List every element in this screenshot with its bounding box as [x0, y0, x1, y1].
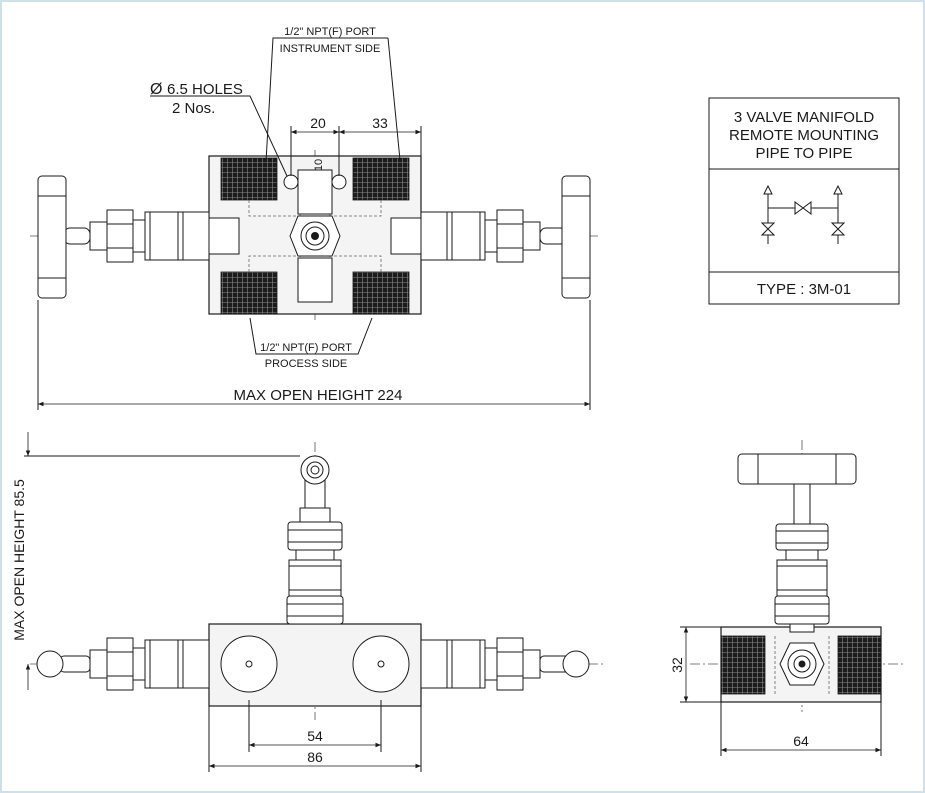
- dim-hole-spacing: 20: [310, 115, 326, 131]
- right-valve-assembly: [390, 175, 591, 299]
- front-view: MAX OPEN HEIGHT 85.5 54 86: [11, 432, 605, 772]
- top-view: 1/2" NPT(F) PORT INSTRUMENT SIDE Ø 6.5 H…: [30, 26, 600, 410]
- thread-port-bottom-right: [352, 271, 410, 315]
- title-line-1: 3 VALVE MANIFOLD: [734, 109, 874, 126]
- equalizer-valve-lower: [297, 257, 333, 303]
- title-block: 3 VALVE MANIFOLD REMOTE MOUNTING PIPE TO…: [708, 97, 900, 305]
- valve-schematic-symbol: [760, 184, 846, 244]
- title-line-2: REMOTE MOUNTING: [729, 127, 879, 144]
- max-open-width-label: MAX OPEN HEIGHT 224: [234, 387, 403, 404]
- equalizer-valve-upper: [297, 169, 333, 215]
- holes-label: 6.5 HOLES: [167, 81, 243, 98]
- process-port-label-2: PROCESS SIDE: [265, 358, 348, 370]
- right-handle: [561, 175, 591, 299]
- thread-port-top-left: [220, 157, 278, 201]
- dim-body-width: 86: [307, 749, 323, 765]
- instrument-port-label-1: 1/2" NPT(F) PORT: [284, 26, 376, 38]
- type-label: TYPE : 3M-01: [757, 281, 851, 298]
- holes-count-label: 2 Nos.: [172, 100, 215, 117]
- process-port-label-1: 1/2" NPT(F) PORT: [260, 342, 352, 354]
- thread-port-top-right: [352, 157, 410, 201]
- front-equalizer-stack: [286, 455, 344, 625]
- instrument-port-label-2: INSTRUMENT SIDE: [280, 43, 381, 55]
- dim-side-height: 32: [669, 657, 685, 673]
- thread-port-bottom-left: [220, 271, 278, 315]
- title-line-3: PIPE TO PIPE: [756, 145, 853, 162]
- front-right-valve: [420, 637, 590, 691]
- side-thread-right: [837, 635, 882, 695]
- side-thread-left: [720, 635, 766, 695]
- mounting-hole-left: [283, 174, 299, 190]
- mounting-hole-right: [331, 174, 347, 190]
- max-open-height-label: MAX OPEN HEIGHT 85.5: [11, 479, 27, 641]
- dim-port-spacing: 54: [307, 728, 323, 744]
- dim-small-10: 10: [313, 159, 325, 171]
- left-valve-assembly: [37, 175, 240, 299]
- side-view: 32 64: [669, 440, 905, 756]
- side-tee-handle: [737, 453, 857, 485]
- dim-side-width: 64: [793, 733, 809, 749]
- side-valve-stack: [737, 453, 857, 633]
- left-handle: [37, 175, 67, 299]
- dim-port-offset: 33: [372, 115, 388, 131]
- diameter-symbol: Ø: [150, 81, 162, 98]
- front-left-valve: [36, 637, 210, 691]
